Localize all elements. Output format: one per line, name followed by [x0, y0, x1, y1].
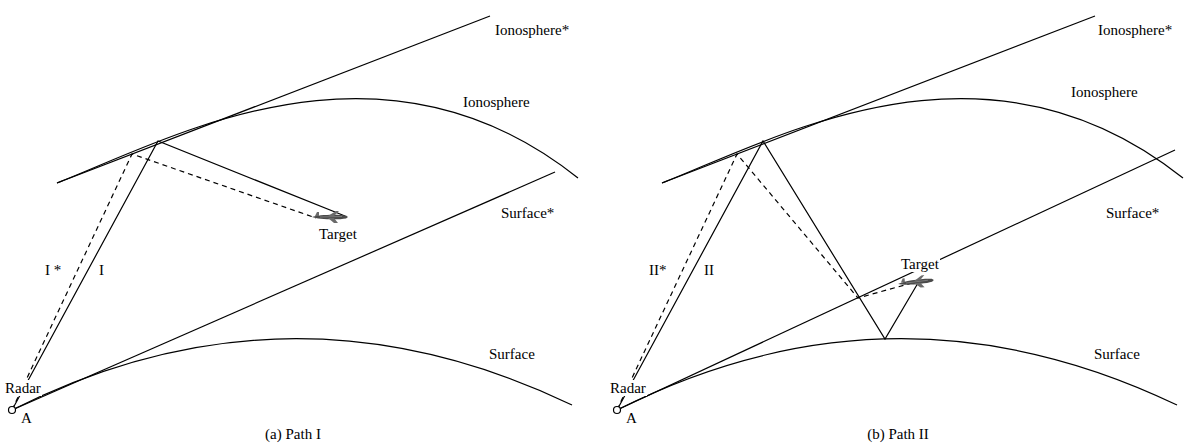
ionosphere-arc: [57, 99, 578, 183]
path-dashed: [12, 154, 316, 410]
surface-star-line: [617, 150, 1175, 410]
diagram-label: Surface: [488, 346, 536, 362]
diagram-label: Target: [900, 256, 940, 272]
path-dashed: [617, 154, 912, 410]
diagram-label: Surface*: [1105, 205, 1160, 221]
diagram-label: A: [20, 410, 33, 426]
radar-site: [614, 407, 621, 414]
diagram-label: Radar: [4, 380, 42, 396]
diagram-label: Target: [318, 226, 358, 242]
radar-site: [9, 407, 16, 414]
ionosphere-star-line: [662, 16, 1095, 183]
ionosphere-arc: [662, 99, 1183, 183]
surface-arc: [12, 339, 572, 410]
diagram-label: (b) Path II: [866, 426, 930, 442]
diagram-label: I: [98, 262, 105, 278]
panel-a: [9, 16, 579, 414]
path-solid: [617, 141, 918, 410]
diagram-label: Ionosphere: [1070, 84, 1139, 100]
ionosphere-star-line: [57, 16, 490, 183]
diagram-label: Surface: [1093, 346, 1141, 362]
diagram-label: (a) Path I: [264, 426, 322, 442]
diagram-label: II: [703, 262, 715, 278]
diagram-label: I *: [44, 262, 62, 278]
diagram-label: Surface*: [500, 205, 555, 221]
diagram-label: Ionosphere*: [494, 22, 570, 38]
target-aircraft: [897, 274, 934, 290]
diagram-label: II*: [648, 262, 668, 278]
path-solid: [12, 141, 345, 410]
diagram-label: Radar: [609, 380, 647, 396]
panel-b: [614, 16, 1184, 414]
diagram-label: Ionosphere: [462, 94, 531, 110]
diagram-label: Ionosphere*: [1097, 22, 1173, 38]
diagram-label: A: [625, 410, 638, 426]
surface-arc: [617, 339, 1177, 410]
target-aircraft: [312, 211, 348, 223]
